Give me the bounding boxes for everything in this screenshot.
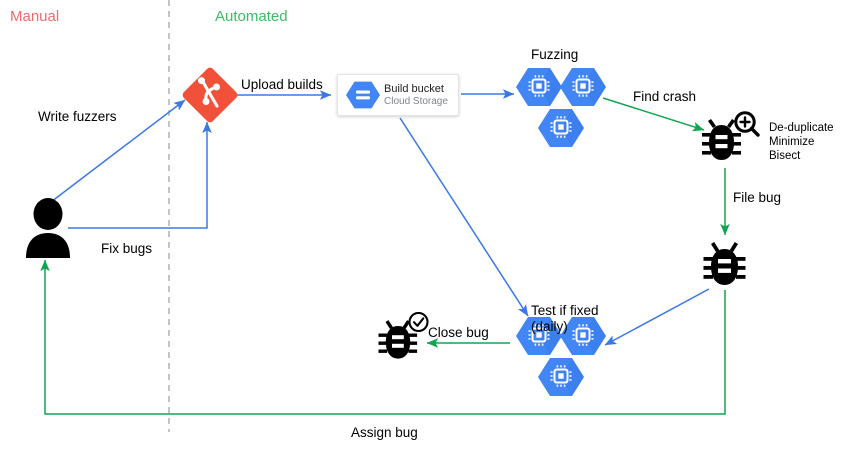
edge-fix-bugs [68, 121, 212, 229]
note-dedup-minimize-bisect: De-duplicate Minimize Bisect [769, 122, 834, 162]
edge-label-fix-bugs: Fix bugs [101, 241, 153, 256]
git-branch-icon [182, 67, 238, 123]
cloud-storage-icon [346, 81, 380, 109]
node-build-bucket[interactable]: Build bucket Cloud Storage [337, 74, 459, 116]
node-developer[interactable] [24, 198, 72, 263]
node-source-repo[interactable] [181, 66, 239, 129]
compute-engine-hexagon-group-icon [516, 68, 606, 147]
node-fuzzing-cluster[interactable] [516, 66, 606, 153]
bug-check-icon [378, 311, 429, 359]
edge-label-file-bug: File bug [733, 190, 782, 205]
magnifier-plus-icon [734, 111, 760, 137]
zone-label-manual: Manual [10, 8, 60, 25]
node-regression-testing[interactable] [516, 315, 606, 402]
edge-label-assign-bug: Assign bug [351, 425, 418, 440]
bug-magnifier-icon [702, 111, 760, 160]
edge-label-test-if-fixed: Test if fixed (daily) [531, 303, 599, 334]
bug-icon [703, 242, 746, 285]
edge-bug-to-regression [604, 288, 710, 346]
build-bucket-title: Build bucket [384, 82, 444, 95]
build-bucket-subtitle: Cloud Storage [384, 95, 448, 107]
edge-label-upload-builds: Upload builds [241, 77, 323, 92]
node-closed-bug[interactable] [378, 311, 432, 369]
edge-find-crash [602, 97, 705, 132]
zone-label-automated: Automated [215, 8, 288, 25]
node-label-fuzzing: Fuzzing [531, 47, 579, 62]
edge-label-write-fuzzers: Write fuzzers [38, 109, 117, 124]
node-filed-bug[interactable] [702, 234, 748, 295]
edge-label-close-bug: Close bug [428, 325, 489, 340]
edge-assign-bug [40, 259, 726, 415]
edge-test-if-fixed [399, 117, 529, 317]
person-icon [26, 198, 70, 258]
compute-engine-hexagon-group-icon [516, 317, 606, 396]
edge-write-fuzzers [46, 99, 186, 206]
node-crash-triage[interactable] [700, 111, 760, 172]
edge-label-find-crash: Find crash [633, 89, 697, 104]
check-circle-icon [408, 311, 429, 333]
